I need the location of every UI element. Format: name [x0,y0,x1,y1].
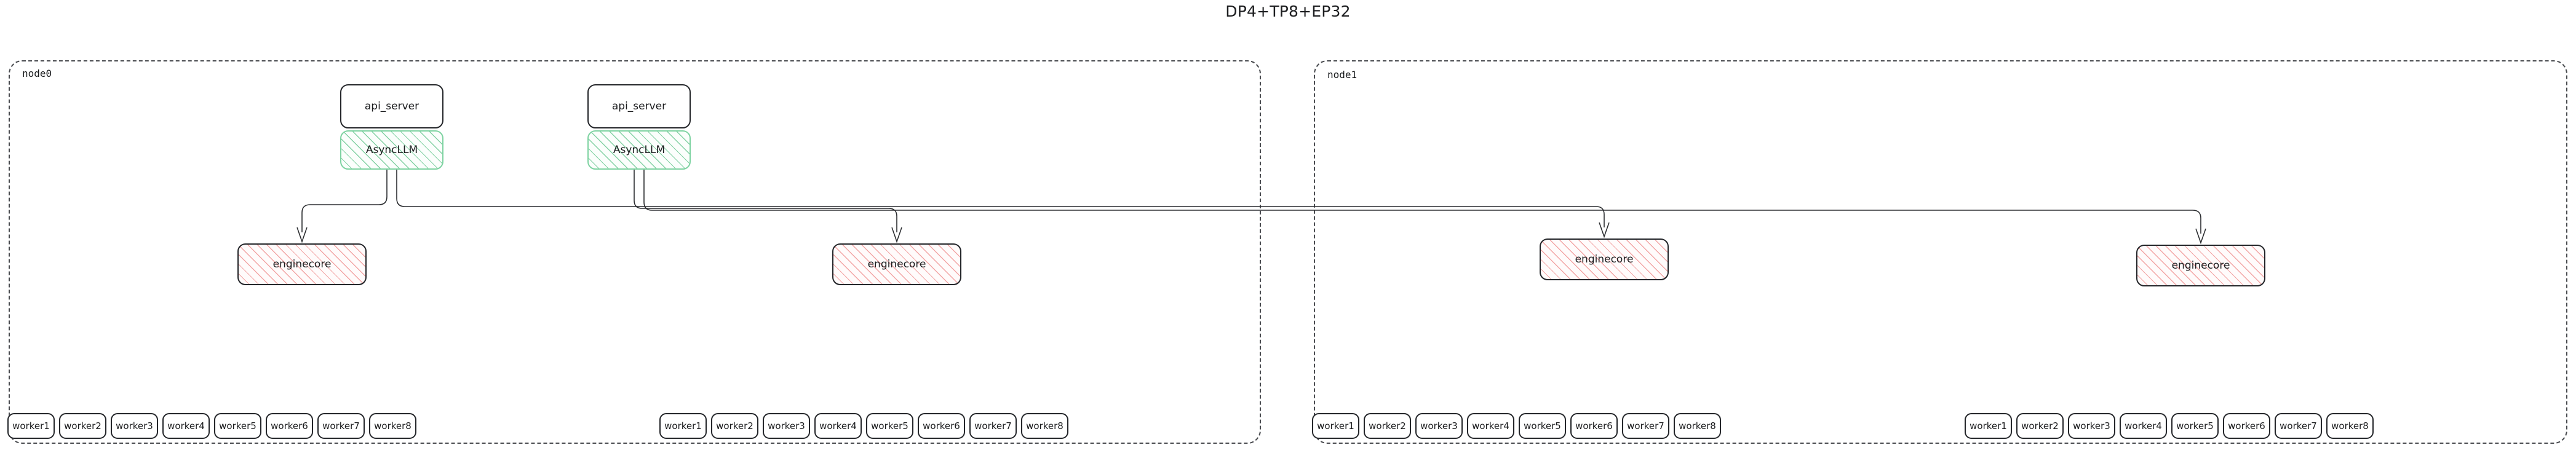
node-cluster-node1 [1314,60,2567,444]
worker-box-g1-5-label: worker6 [923,420,960,432]
worker-box-g1-4-label: worker5 [871,420,908,432]
enginecore-box-1-label: enginecore [867,258,926,270]
worker-box-g3-2[interactable]: worker3 [2068,413,2115,439]
api-server-box-1[interactable]: api_server [587,84,691,128]
enginecore-box-3[interactable]: enginecore [2136,245,2265,286]
node-label-node0: node0 [22,68,52,79]
worker-box-g0-4[interactable]: worker5 [214,413,261,439]
worker-box-g3-5-label: worker6 [2228,420,2265,432]
worker-box-g0-6-label: worker7 [322,420,360,432]
worker-box-g0-0[interactable]: worker1 [7,413,55,439]
worker-box-g3-1-label: worker2 [2021,420,2059,432]
worker-box-g1-2-label: worker3 [768,420,805,432]
worker-box-g2-1-label: worker2 [1369,420,1406,432]
worker-box-g0-1-label: worker2 [64,420,101,432]
api-server-box-1-label: api_server [611,100,667,112]
enginecore-box-0-label: enginecore [272,258,332,270]
enginecore-box-1[interactable]: enginecore [832,243,961,285]
worker-box-g0-5[interactable]: worker6 [266,413,313,439]
worker-box-g2-4[interactable]: worker5 [1519,413,1566,439]
worker-box-g1-3-label: worker4 [819,420,857,432]
worker-box-g2-4-label: worker5 [1524,420,1561,432]
async-llm-box-1-label: AsyncLLM [613,144,666,156]
worker-box-g3-6-label: worker7 [2280,420,2317,432]
worker-box-g3-3[interactable]: worker4 [2120,413,2167,439]
worker-box-g1-3[interactable]: worker4 [814,413,862,439]
worker-box-g3-2-label: worker3 [2073,420,2110,432]
worker-box-g2-5-label: worker6 [1575,420,1613,432]
worker-box-g1-2[interactable]: worker3 [763,413,810,439]
worker-box-g1-0-label: worker1 [664,420,702,432]
worker-box-g0-6[interactable]: worker7 [317,413,365,439]
worker-box-g0-7-label: worker8 [374,420,411,432]
worker-box-g0-3[interactable]: worker4 [162,413,210,439]
worker-box-g3-0[interactable]: worker1 [1965,413,2012,439]
worker-box-g3-6[interactable]: worker7 [2275,413,2322,439]
worker-box-g3-1[interactable]: worker2 [2016,413,2064,439]
worker-box-g1-5[interactable]: worker6 [918,413,965,439]
worker-box-g0-2[interactable]: worker3 [111,413,158,439]
enginecore-box-2-label: enginecore [1575,253,1634,266]
worker-box-g1-4[interactable]: worker5 [866,413,913,439]
worker-box-g3-3-label: worker4 [2125,420,2162,432]
async-llm-box-0[interactable]: AsyncLLM [340,130,443,170]
worker-box-g3-4-label: worker5 [2176,420,2214,432]
api-server-box-0-label: api_server [364,100,419,112]
enginecore-box-0[interactable]: enginecore [237,243,367,285]
node-cluster-node0 [9,60,1261,444]
worker-box-g2-2[interactable]: worker3 [1415,413,1463,439]
api-server-box-0[interactable]: api_server [340,84,443,128]
worker-box-g0-1[interactable]: worker2 [59,413,106,439]
worker-box-g2-3[interactable]: worker4 [1467,413,1514,439]
worker-box-g0-5-label: worker6 [271,420,308,432]
worker-box-g2-1[interactable]: worker2 [1364,413,1411,439]
worker-box-g0-7[interactable]: worker8 [369,413,416,439]
worker-box-g2-7[interactable]: worker8 [1674,413,1721,439]
worker-box-g3-0-label: worker1 [1970,420,2007,432]
enginecore-box-2[interactable]: enginecore [1540,238,1669,280]
worker-box-g1-7[interactable]: worker8 [1021,413,1068,439]
worker-box-g0-3-label: worker4 [167,420,205,432]
worker-box-g1-1-label: worker2 [716,420,753,432]
worker-box-g2-7-label: worker8 [1679,420,1716,432]
worker-box-g3-5[interactable]: worker6 [2223,413,2270,439]
worker-box-g1-7-label: worker8 [1026,420,1063,432]
worker-box-g0-0-label: worker1 [12,420,50,432]
async-llm-box-0-label: AsyncLLM [365,144,418,156]
worker-box-g3-4[interactable]: worker5 [2171,413,2219,439]
worker-box-g1-6[interactable]: worker7 [969,413,1017,439]
worker-box-g1-1[interactable]: worker2 [711,413,758,439]
worker-box-g2-6-label: worker7 [1627,420,1664,432]
worker-box-g0-2-label: worker3 [116,420,153,432]
enginecore-box-3-label: enginecore [2171,259,2230,272]
worker-box-g2-5[interactable]: worker6 [1570,413,1618,439]
async-llm-box-1[interactable]: AsyncLLM [587,130,691,170]
worker-box-g1-0[interactable]: worker1 [659,413,707,439]
page-title: DP4+TP8+EP32 [1225,2,1351,20]
node-label-node1: node1 [1327,69,1358,81]
worker-box-g3-7[interactable]: worker8 [2326,413,2374,439]
worker-box-g2-0-label: worker1 [1317,420,1354,432]
worker-box-g3-7-label: worker8 [2331,420,2369,432]
worker-box-g2-0[interactable]: worker1 [1312,413,1359,439]
worker-box-g1-6-label: worker7 [974,420,1012,432]
worker-box-g2-3-label: worker4 [1472,420,1509,432]
worker-box-g0-4-label: worker5 [219,420,256,432]
worker-box-g2-2-label: worker3 [1420,420,1458,432]
worker-box-g2-6[interactable]: worker7 [1622,413,1669,439]
